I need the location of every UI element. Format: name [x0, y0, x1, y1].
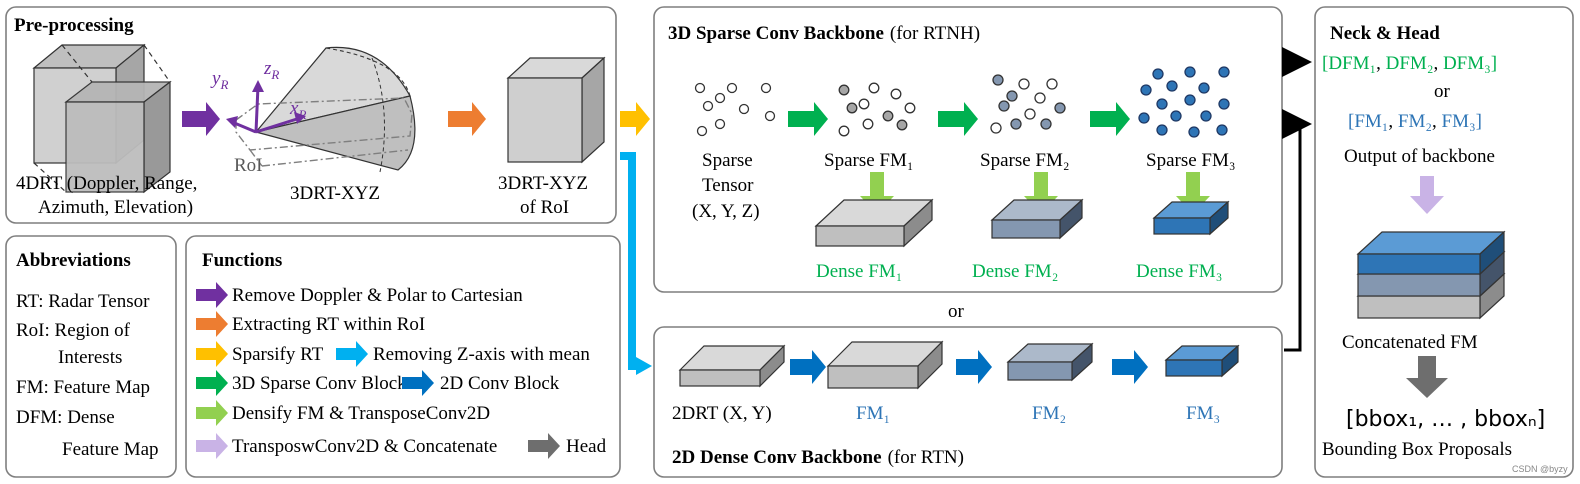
dense-fm1-label: Dense FM₁	[816, 261, 902, 282]
function-transpose-concat: TransposwConv2D & Concatenate	[232, 436, 497, 457]
legend-orange-arrow-icon	[196, 311, 228, 337]
axis-y-label: yR	[210, 68, 228, 92]
legend-gray-arrow-icon	[528, 433, 560, 459]
sparse-tensor-label-line3: (X, Y, Z)	[692, 201, 760, 222]
watermark: CSDN @byzy	[1512, 464, 1568, 474]
function-sparsify: Sparsify RT	[232, 344, 324, 365]
abbrev-item: RoI: Region of	[16, 320, 131, 341]
legend-green-arrow-icon	[196, 370, 228, 396]
fm2-label: FM₂	[1032, 403, 1066, 424]
sparse-fm1-dots-icon	[838, 82, 916, 137]
sparse-fm3-dots-icon	[1138, 66, 1230, 138]
fm3-slab-icon	[1164, 344, 1240, 378]
orange-arrow-icon	[448, 102, 486, 136]
2drt-label: 2DRT (X, Y)	[672, 403, 772, 424]
radar-axes-icon	[226, 80, 306, 134]
fm-list: [FM₁, FM₂, FM₃]	[1348, 111, 1482, 132]
green-arrow-icon	[938, 102, 978, 136]
green-arrow-icon	[788, 102, 828, 136]
legend-lavender-arrow-icon	[196, 433, 228, 459]
dense-fm3-slab-icon	[1152, 200, 1230, 236]
legend-yellow-arrow-icon	[196, 341, 228, 367]
functions-panel	[185, 235, 621, 478]
functions-title: Functions	[202, 250, 282, 271]
blue-arrow-icon	[1112, 350, 1148, 384]
abbrev-item: FM: Feature Map	[16, 377, 150, 398]
sparse-tensor-dots-icon	[694, 82, 776, 137]
legend-blue-arrow-icon	[402, 370, 434, 396]
bbox-list: [bbox₁, … , bboxₙ]	[1346, 407, 1545, 432]
roi-cube-label-line1: 3DRT-XYZ	[498, 173, 588, 194]
dense-backbone-title: 2D Dense Conv Backbone(for RTN)	[672, 447, 964, 468]
fm2-slab-icon	[1006, 342, 1094, 382]
function-densify: Densify FM & TransposeConv2D	[232, 403, 490, 424]
abbreviations-title: Abbreviations	[16, 250, 131, 271]
legend-lightgreen-arrow-icon	[196, 400, 228, 426]
abbrev-item: Feature Map	[62, 439, 159, 460]
dense-fm1-slab-icon	[814, 198, 934, 248]
cyan-arrow-icon	[620, 152, 652, 375]
dense-fm3-label: Dense FM₃	[1136, 261, 1222, 282]
roi-cube-label-line2: of RoI	[520, 197, 569, 218]
dense-fm2-label: Dense FM₂	[972, 261, 1058, 282]
neck-head-title: Neck & Head	[1330, 23, 1440, 44]
sparse-fm2-dots-icon	[990, 74, 1066, 134]
green-arrow-icon	[1090, 102, 1130, 136]
purple-arrow-icon	[182, 102, 220, 136]
4drt-cubes-icon	[32, 43, 172, 194]
function-remove-doppler: Remove Doppler & Polar to Cartesian	[232, 285, 523, 306]
sparse-fm1-label: Sparse FM₁	[824, 150, 914, 171]
abbrev-item: RT: Radar Tensor	[16, 291, 150, 312]
sparse-backbone-panel	[653, 6, 1283, 293]
sparse-fm2-label: Sparse FM₂	[980, 150, 1070, 171]
roi-label: RoI	[234, 155, 263, 176]
abbrev-item: Interests	[58, 347, 122, 368]
function-remove-z: Removing Z-axis with mean	[373, 344, 590, 365]
function-head: Head	[566, 436, 607, 457]
concatenated-fm-label: Concatenated FM	[1342, 332, 1478, 353]
4drt-label-line1: 4DRT (Doppler, Range,	[16, 173, 197, 194]
4drt-label-line2: Azimuth, Elevation)	[38, 197, 193, 218]
sparse-tensor-label-line1: Sparse	[702, 150, 753, 171]
dense-fm2-slab-icon	[990, 198, 1084, 240]
legend-cyan-arrow-icon	[336, 341, 368, 367]
concatenated-fm-stack-icon	[1356, 230, 1506, 320]
3drt-xyz-label: 3DRT-XYZ	[290, 183, 380, 204]
dfm-list: [DFM₁, DFM₂, DFM₃]	[1322, 53, 1497, 74]
blue-arrow-icon	[790, 350, 826, 384]
function-3d-sparse-conv: 3D Sparse Conv Block	[232, 373, 407, 394]
lavender-arrow-icon	[1410, 176, 1444, 214]
or-label: or	[948, 301, 965, 322]
sparse-backbone-title: 3D Sparse Conv Backbone(for RTNH)	[668, 23, 980, 44]
abbreviations-panel	[5, 235, 177, 478]
legend-purple-arrow-icon	[196, 282, 228, 308]
fm1-slab-icon	[826, 340, 944, 390]
abbrev-item: DFM: Dense	[16, 407, 115, 428]
fm1-label: FM₁	[856, 403, 890, 424]
neck-or-label: or	[1434, 81, 1451, 102]
axis-z-label: zR	[263, 58, 279, 82]
3drt-xyz-fan-icon	[235, 46, 416, 173]
gray-arrow-icon	[1406, 356, 1448, 398]
sparse-tensor-label-line2: Tensor	[702, 175, 754, 196]
fm3-label: FM₃	[1186, 403, 1220, 424]
sparse-fm3-label: Sparse FM₃	[1146, 150, 1236, 171]
axis-x-label: xR	[289, 98, 306, 122]
function-2d-conv: 2D Conv Block	[440, 373, 560, 394]
2drt-slab-icon	[678, 344, 786, 388]
dense-to-neck-connector	[1282, 109, 1312, 352]
yellow-arrow-icon	[620, 102, 650, 136]
blue-arrow-icon	[956, 350, 992, 384]
roi-cube-icon	[506, 56, 606, 164]
bounding-box-proposals-label: Bounding Box Proposals	[1322, 439, 1512, 460]
output-of-backbone-label: Output of backbone	[1344, 146, 1495, 167]
preprocessing-title: Pre-processing	[14, 15, 134, 36]
function-extract-roi: Extracting RT within RoI	[232, 314, 425, 335]
